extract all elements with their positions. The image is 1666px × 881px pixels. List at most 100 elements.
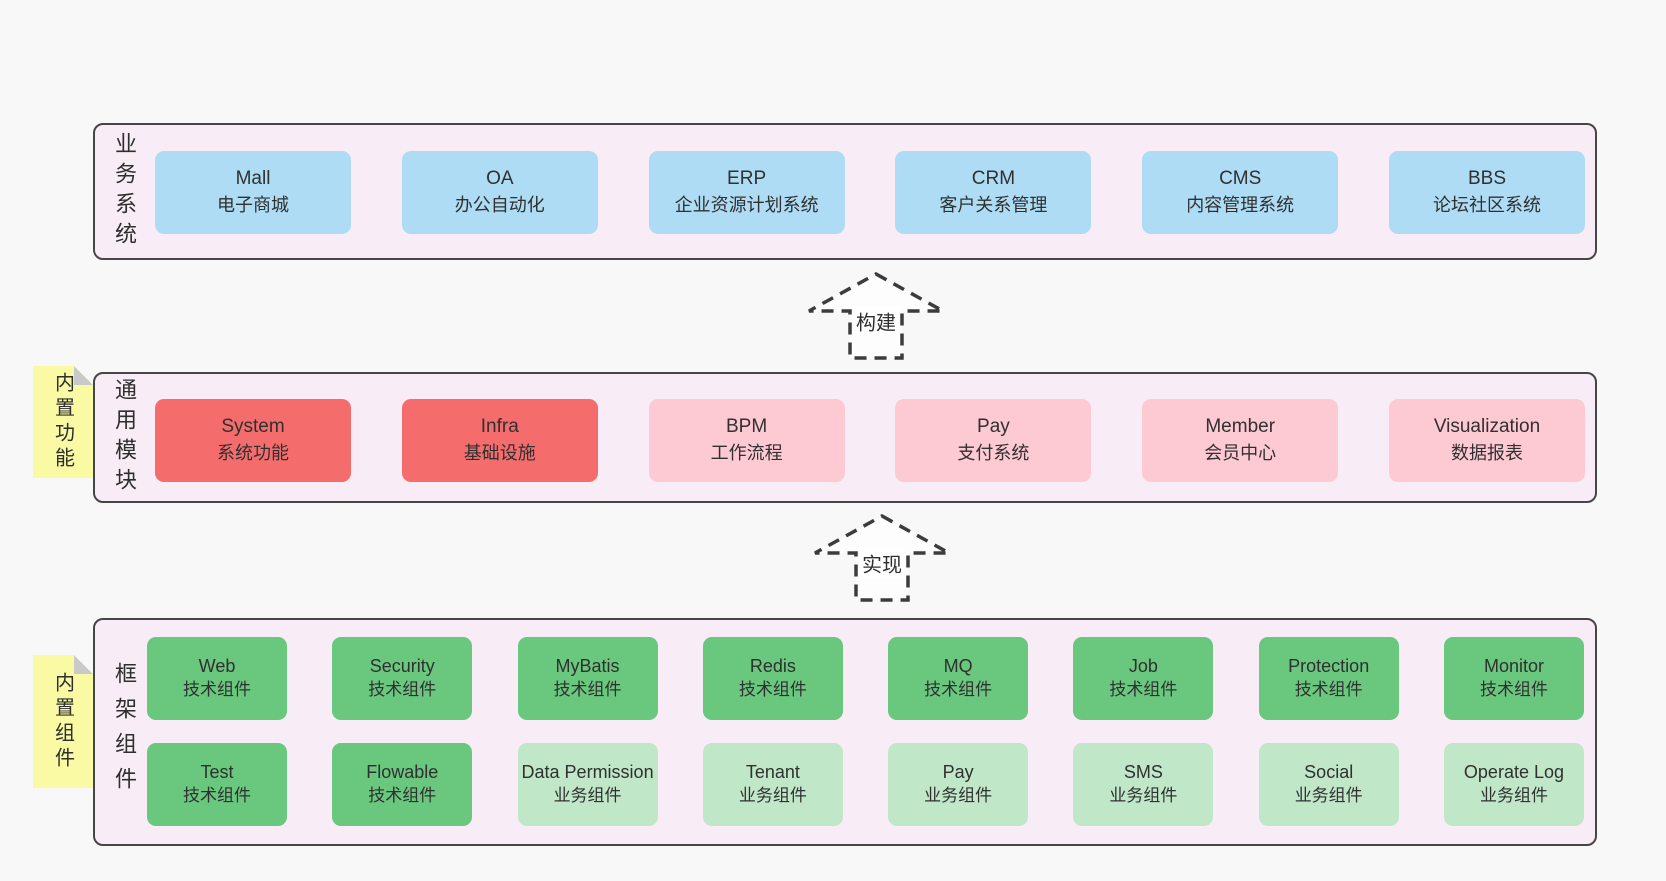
box-pay-biz: Pay 业务组件 [888,743,1029,826]
label-cn: 技术组件 [183,680,251,700]
box-infra: Infra 基础设施 [401,399,598,482]
box-system: System 系统功能 [155,399,351,482]
label-en: BBS [1467,168,1506,190]
label-cn: 技术组件 [553,680,622,700]
box-mybatis: MyBatis 技术组件 [517,637,658,720]
label-en: Pay [977,416,1010,438]
box-redis: Redis 技术组件 [702,637,843,720]
box-test: Test 技术组件 [147,743,287,826]
section-components-label: 框架组件 [112,662,137,802]
box-pay: Pay 支付系统 [895,399,1092,482]
box-data-permission: Data Permission 业务组件 [517,743,658,826]
components-row-1: Web 技术组件 Security 技术组件 MyBatis 技术组件 Redi… [147,637,1584,720]
box-tenant: Tenant 业务组件 [702,743,843,826]
section-framework-components: 框架组件 Web 技术组件 Security 技术组件 MyBatis 技术组件… [93,618,1597,846]
label-en: Social [1304,762,1354,783]
label-cn: 数据报表 [1450,443,1523,464]
label-en: Pay [942,762,974,783]
box-social: Social 业务组件 [1258,743,1399,826]
label-cn: 技术组件 [183,786,251,806]
arrow-build-label: 构建 [853,306,899,336]
box-job: Job 技术组件 [1073,637,1214,720]
sticky-label: 内置组件 [51,671,74,772]
label-en: Web [198,656,236,677]
label-cn: 基础设施 [463,443,536,464]
label-en: ERP [727,168,767,190]
arrow-implement-label: 实现 [859,548,905,578]
label-cn: 技术组件 [1479,680,1548,700]
label-cn: 业务组件 [738,786,807,806]
label-en: Job [1128,656,1158,677]
label-en: Operate Log [1463,762,1564,783]
label-en: Monitor [1483,656,1544,677]
label-cn: 业务组件 [1479,786,1548,806]
box-operate-log: Operate Log 业务组件 [1443,743,1584,826]
label-en: System [221,416,285,438]
sticky-built-in-components: 内置组件 [33,655,93,788]
sticky-built-in-features: 内置功能 [33,366,93,478]
label-cn: 论坛社区系统 [1432,195,1541,216]
label-cn: 业务组件 [1109,786,1178,806]
label-en: SMS [1123,762,1163,783]
components-row-2: Test 技术组件 Flowable 技术组件 Data Permission … [147,743,1584,826]
box-erp: ERP 企业资源计划系统 [648,151,845,234]
label-en: OA [486,168,514,190]
box-protection: Protection 技术组件 [1258,637,1399,720]
label-cn: 技术组件 [924,680,993,700]
box-cms: CMS 内容管理系统 [1142,151,1339,234]
label-en: Security [369,656,435,677]
section-business-systems: 业务系统 Mall 电子商城 OA 办公自动化 ERP 企业资源计划系统 CRM… [93,123,1597,260]
box-visualization: Visualization 数据报表 [1388,399,1585,482]
label-cn: 技术组件 [1109,680,1178,700]
label-cn: 技术组件 [368,680,437,700]
section-business-label: 业务系统 [112,131,137,252]
box-crm: CRM 客户关系管理 [895,151,1092,234]
box-oa: OA 办公自动化 [401,151,598,234]
arrow-build: 构建 [806,271,946,361]
section-common-modules: 通用模块 System 系统功能 Infra 基础设施 BPM 工作流程 Pay… [93,372,1597,503]
box-sms: SMS 业务组件 [1073,743,1214,826]
box-web: Web 技术组件 [147,637,287,720]
label-cn: 会员中心 [1204,443,1277,464]
label-en: BPM [726,416,768,438]
label-en: Protection [1288,656,1370,677]
box-mall: Mall 电子商城 [155,151,351,234]
box-bbs: BBS 论坛社区系统 [1388,151,1585,234]
label-en: Tenant [745,762,800,783]
modules-row: System 系统功能 Infra 基础设施 BPM 工作流程 Pay 支付系统… [155,399,1585,482]
label-cn: 系统功能 [217,443,289,464]
label-cn: 技术组件 [1294,680,1363,700]
sticky-label: 内置功能 [51,372,74,472]
arrow-implement: 实现 [812,513,952,603]
label-en: Test [200,762,234,783]
box-security: Security 技术组件 [332,637,473,720]
label-en: CRM [971,168,1016,190]
box-bpm: BPM 工作流程 [648,399,845,482]
label-en: Infra [480,416,519,438]
box-monitor: Monitor 技术组件 [1443,637,1584,720]
label-en: Redis [749,656,796,677]
box-mq: MQ 技术组件 [888,637,1029,720]
label-en: CMS [1219,168,1262,190]
label-cn: 业务组件 [1294,786,1363,806]
label-en: Flowable [366,762,439,783]
business-row: Mall 电子商城 OA 办公自动化 ERP 企业资源计划系统 CRM 客户关系… [155,151,1585,234]
box-member: Member 会员中心 [1142,399,1339,482]
label-cn: 业务组件 [924,786,993,806]
label-en: Data Permission [521,762,654,783]
box-flowable: Flowable 技术组件 [332,743,473,826]
label-cn: 内容管理系统 [1186,195,1295,216]
label-cn: 技术组件 [368,786,437,806]
section-modules-label: 通用模块 [112,377,137,498]
label-en: MyBatis [555,656,620,677]
label-cn: 业务组件 [553,786,622,806]
label-en: Member [1205,416,1276,438]
label-cn: 技术组件 [738,680,807,700]
label-cn: 工作流程 [710,443,783,464]
label-cn: 支付系统 [957,443,1030,464]
label-en: MQ [943,656,973,677]
label-en: Visualization [1433,416,1541,438]
label-en: Mall [235,168,271,190]
label-cn: 办公自动化 [454,195,545,216]
label-cn: 电子商城 [217,195,289,216]
